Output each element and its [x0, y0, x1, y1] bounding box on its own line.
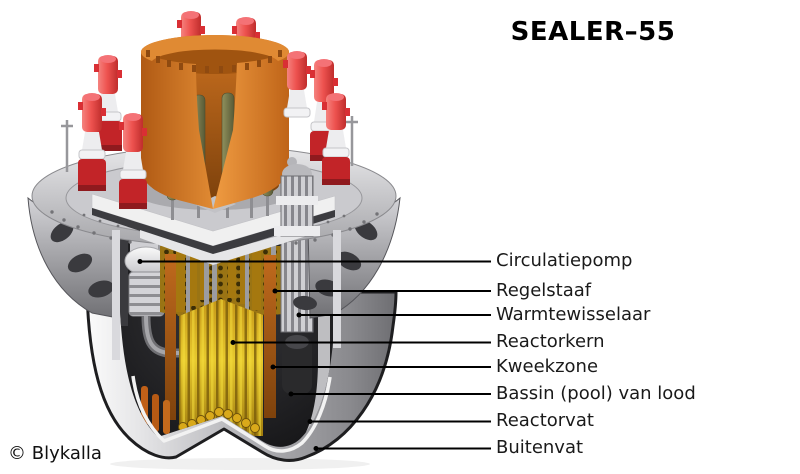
- label-reactorvat: Reactorvat: [496, 410, 594, 431]
- heat-exchanger-head: [274, 157, 320, 237]
- leader-reactorvat: [307, 419, 491, 424]
- copyright-text: © Blykalla: [8, 443, 102, 464]
- label-regelstaaf: Regelstaaf: [496, 280, 592, 301]
- leader-circulatiepomp: [137, 259, 491, 264]
- ground-shadow: [110, 458, 370, 470]
- label-reactorkern: Reactorkern: [496, 331, 605, 352]
- leader-buitenvat: [313, 446, 491, 451]
- leader-reactorkern: [230, 340, 491, 345]
- rim-slots: [146, 50, 282, 73]
- bolt-circle: [50, 210, 379, 245]
- instrument-masts: [61, 116, 358, 172]
- diagram-title: SEALER–55: [510, 17, 676, 47]
- leader-kweekzone: [270, 364, 491, 370]
- reactor-vessel-liner: [131, 375, 332, 453]
- containment-cylinder: [135, 35, 295, 220]
- label-bassin-van-lood: Bassin (pool) van lood: [496, 383, 696, 404]
- leader-regelstaaf: [272, 288, 491, 294]
- leader-warmtewisselaar: [296, 312, 491, 318]
- label-buitenvat: Buitenvat: [496, 437, 584, 458]
- label-circulatiepomp: Circulatiepomp: [496, 250, 633, 271]
- guide-tubes: [176, 238, 261, 312]
- leader-lines: [137, 259, 491, 451]
- pump-motor-actuators: [78, 51, 350, 209]
- reactor-core: [178, 299, 263, 436]
- label-kweekzone: Kweekzone: [496, 356, 599, 377]
- label-warmtewisselaar: Warmtewisselaar: [496, 304, 651, 325]
- breeder-zone: [141, 254, 276, 434]
- leader-bassin: [288, 391, 491, 397]
